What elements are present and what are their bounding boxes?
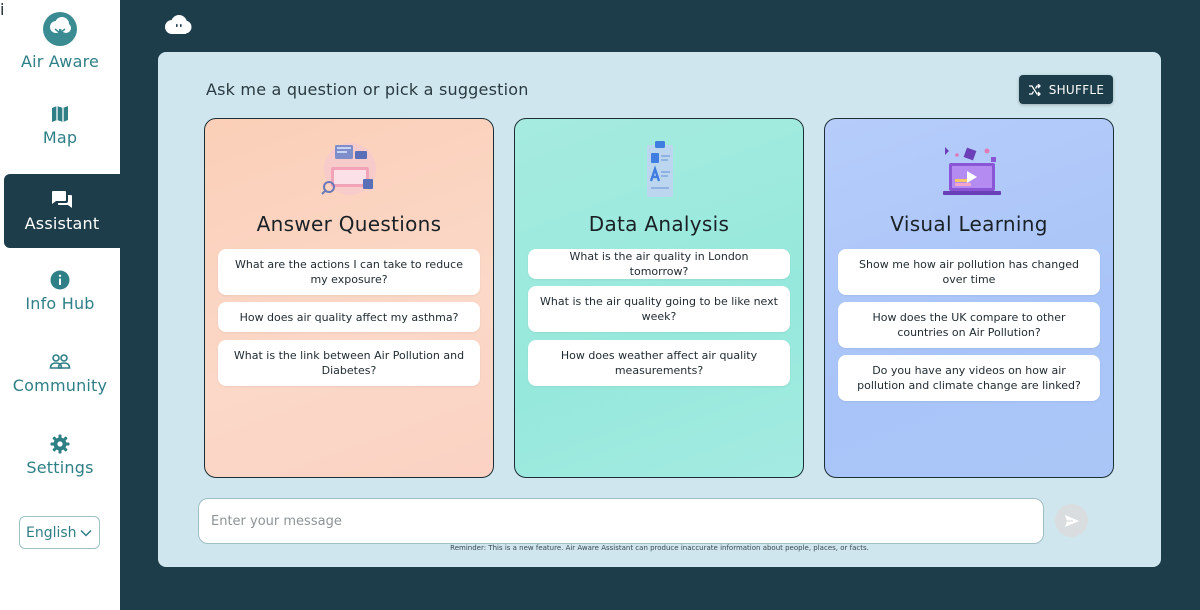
- suggestion-button[interactable]: What is the link between Air Pollution a…: [218, 340, 480, 386]
- shuffle-icon: [1028, 83, 1041, 96]
- suggestion-button[interactable]: How does the UK compare to other countri…: [838, 302, 1100, 348]
- gear-icon: [50, 434, 70, 454]
- message-input-wrapper: [198, 498, 1044, 544]
- send-icon: [1064, 514, 1079, 527]
- suggestion-button[interactable]: What are the actions I can take to reduc…: [218, 249, 480, 295]
- card-title: Visual Learning: [890, 212, 1048, 236]
- sidebar-item-label: Assistant: [24, 213, 100, 233]
- sidebar-item-info-hub[interactable]: Info Hub: [0, 270, 120, 313]
- suggestion-button[interactable]: Show me how air pollution has changed ov…: [838, 249, 1100, 295]
- assistant-panel: Ask me a question or pick a suggestion S…: [158, 52, 1161, 567]
- suggestion-button[interactable]: What is the air quality going to be like…: [528, 286, 790, 332]
- suggestion-button[interactable]: How does weather affect air quality meas…: [528, 340, 790, 386]
- sidebar-item-label: Info Hub: [25, 294, 95, 313]
- card-data-analysis: Data Analysis What is the air quality in…: [514, 118, 804, 478]
- chat-icon: [52, 190, 72, 208]
- language-selected: English: [26, 524, 77, 541]
- laptop-video-illustration-icon: [943, 147, 1001, 195]
- info-icon: [50, 270, 70, 290]
- card-title: Answer Questions: [256, 212, 442, 236]
- card-visual-learning: Visual Learning Show me how air pollutio…: [824, 118, 1114, 478]
- card-title: Data Analysis: [588, 212, 730, 236]
- brand-name: Air Aware: [20, 52, 100, 71]
- chevron-down-icon: [80, 529, 92, 537]
- sidebar-item-label: Map: [42, 128, 78, 147]
- sidebar-item-label: Settings: [26, 458, 94, 477]
- sidebar-item-label: Community: [12, 376, 108, 395]
- sidebar-item-community[interactable]: Community: [0, 352, 120, 395]
- shuffle-label: SHUFFLE: [1048, 82, 1105, 97]
- send-button[interactable]: [1055, 504, 1088, 537]
- shuffle-button[interactable]: SHUFFLE: [1019, 75, 1113, 104]
- suggestion-button[interactable]: Do you have any videos on how air pollut…: [838, 355, 1100, 401]
- sidebar-item-map[interactable]: Map: [0, 104, 120, 147]
- suggestion-button[interactable]: How does air quality affect my asthma?: [218, 302, 480, 332]
- question-research-illustration-icon: [321, 143, 376, 195]
- sidebar-item-settings[interactable]: Settings: [0, 434, 120, 477]
- reminder-text: Reminder: This is a new feature. Air Awa…: [450, 544, 869, 552]
- clipboard-report-illustration-icon: [647, 141, 673, 197]
- prompt-title: Ask me a question or pick a suggestion: [206, 80, 529, 99]
- suggestion-button[interactable]: What is the air quality in London tomorr…: [528, 249, 790, 279]
- info-badge-icon[interactable]: i: [0, 0, 5, 19]
- tree-cloud-logo-icon: [43, 12, 77, 46]
- people-icon: [49, 354, 71, 369]
- brand-logo[interactable]: Air Aware: [0, 12, 120, 71]
- map-icon: [52, 106, 68, 122]
- message-input[interactable]: [199, 499, 1043, 543]
- sidebar-item-assistant[interactable]: Assistant: [4, 174, 120, 248]
- language-select[interactable]: English: [19, 516, 100, 549]
- cloud-mascot-icon: [165, 15, 192, 34]
- card-answer-questions: Answer Questions What are the actions I …: [204, 118, 494, 478]
- sidebar: Air Aware i Map Assistant Info Hub Co: [0, 0, 120, 610]
